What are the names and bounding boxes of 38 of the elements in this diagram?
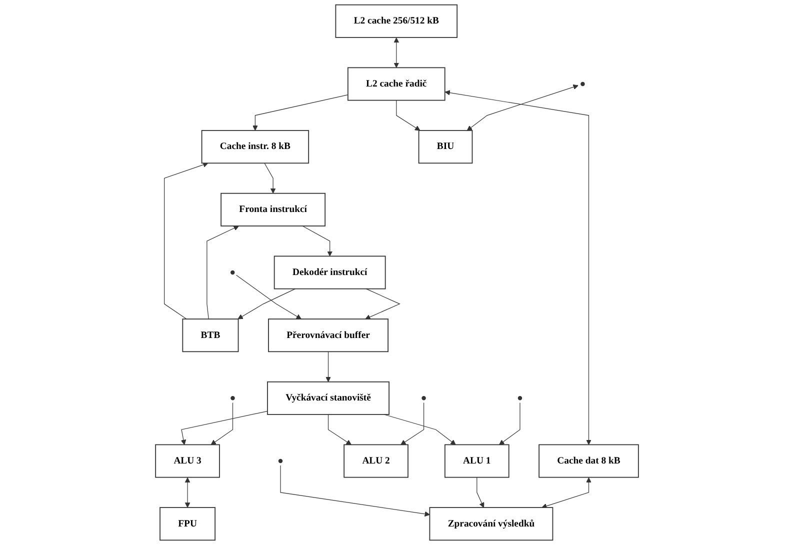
arrow bbox=[236, 274, 302, 320]
arrow bbox=[466, 84, 578, 131]
node-box: ALU 3 bbox=[155, 444, 220, 478]
node-box: Cache instr. 8 kB bbox=[201, 130, 310, 164]
node-box: ALU 1 bbox=[444, 444, 510, 478]
node-box: ALU 2 bbox=[344, 444, 408, 478]
node-box: Přerovnávací buffer bbox=[268, 318, 388, 352]
node-box: L2 cache řadič bbox=[347, 67, 446, 101]
arrow bbox=[238, 288, 296, 320]
arrow bbox=[499, 402, 520, 445]
node-box: L2 cache 256/512 kB bbox=[335, 4, 458, 38]
arrow bbox=[184, 477, 190, 508]
arrow bbox=[394, 37, 400, 68]
arrow bbox=[206, 226, 239, 320]
arrow bbox=[396, 100, 420, 131]
arrow bbox=[400, 402, 424, 445]
arrow bbox=[210, 402, 234, 445]
node-box: FPU bbox=[160, 507, 216, 541]
node-box: Vyčkávací stanoviště bbox=[267, 381, 390, 415]
node-box: Fronta instrukcí bbox=[220, 192, 326, 226]
arrow bbox=[180, 410, 268, 445]
arrow bbox=[384, 414, 456, 445]
arrow bbox=[542, 477, 592, 509]
arrow bbox=[326, 351, 331, 382]
arrow bbox=[280, 465, 430, 517]
node-box: Zpracování výsledků bbox=[429, 507, 554, 541]
node-box: BTB bbox=[182, 318, 239, 352]
arrow bbox=[444, 90, 592, 445]
arrow bbox=[302, 226, 332, 256]
arrow bbox=[328, 414, 352, 445]
node-box: BIU bbox=[418, 130, 473, 164]
node-box: Dekodér instrukcí bbox=[274, 256, 386, 290]
arrow bbox=[365, 288, 400, 320]
arrow bbox=[264, 162, 276, 194]
arrow bbox=[476, 477, 484, 508]
node-box: Cache dat 8 kB bbox=[538, 444, 639, 478]
arrow bbox=[164, 162, 208, 320]
arrow bbox=[252, 94, 348, 131]
